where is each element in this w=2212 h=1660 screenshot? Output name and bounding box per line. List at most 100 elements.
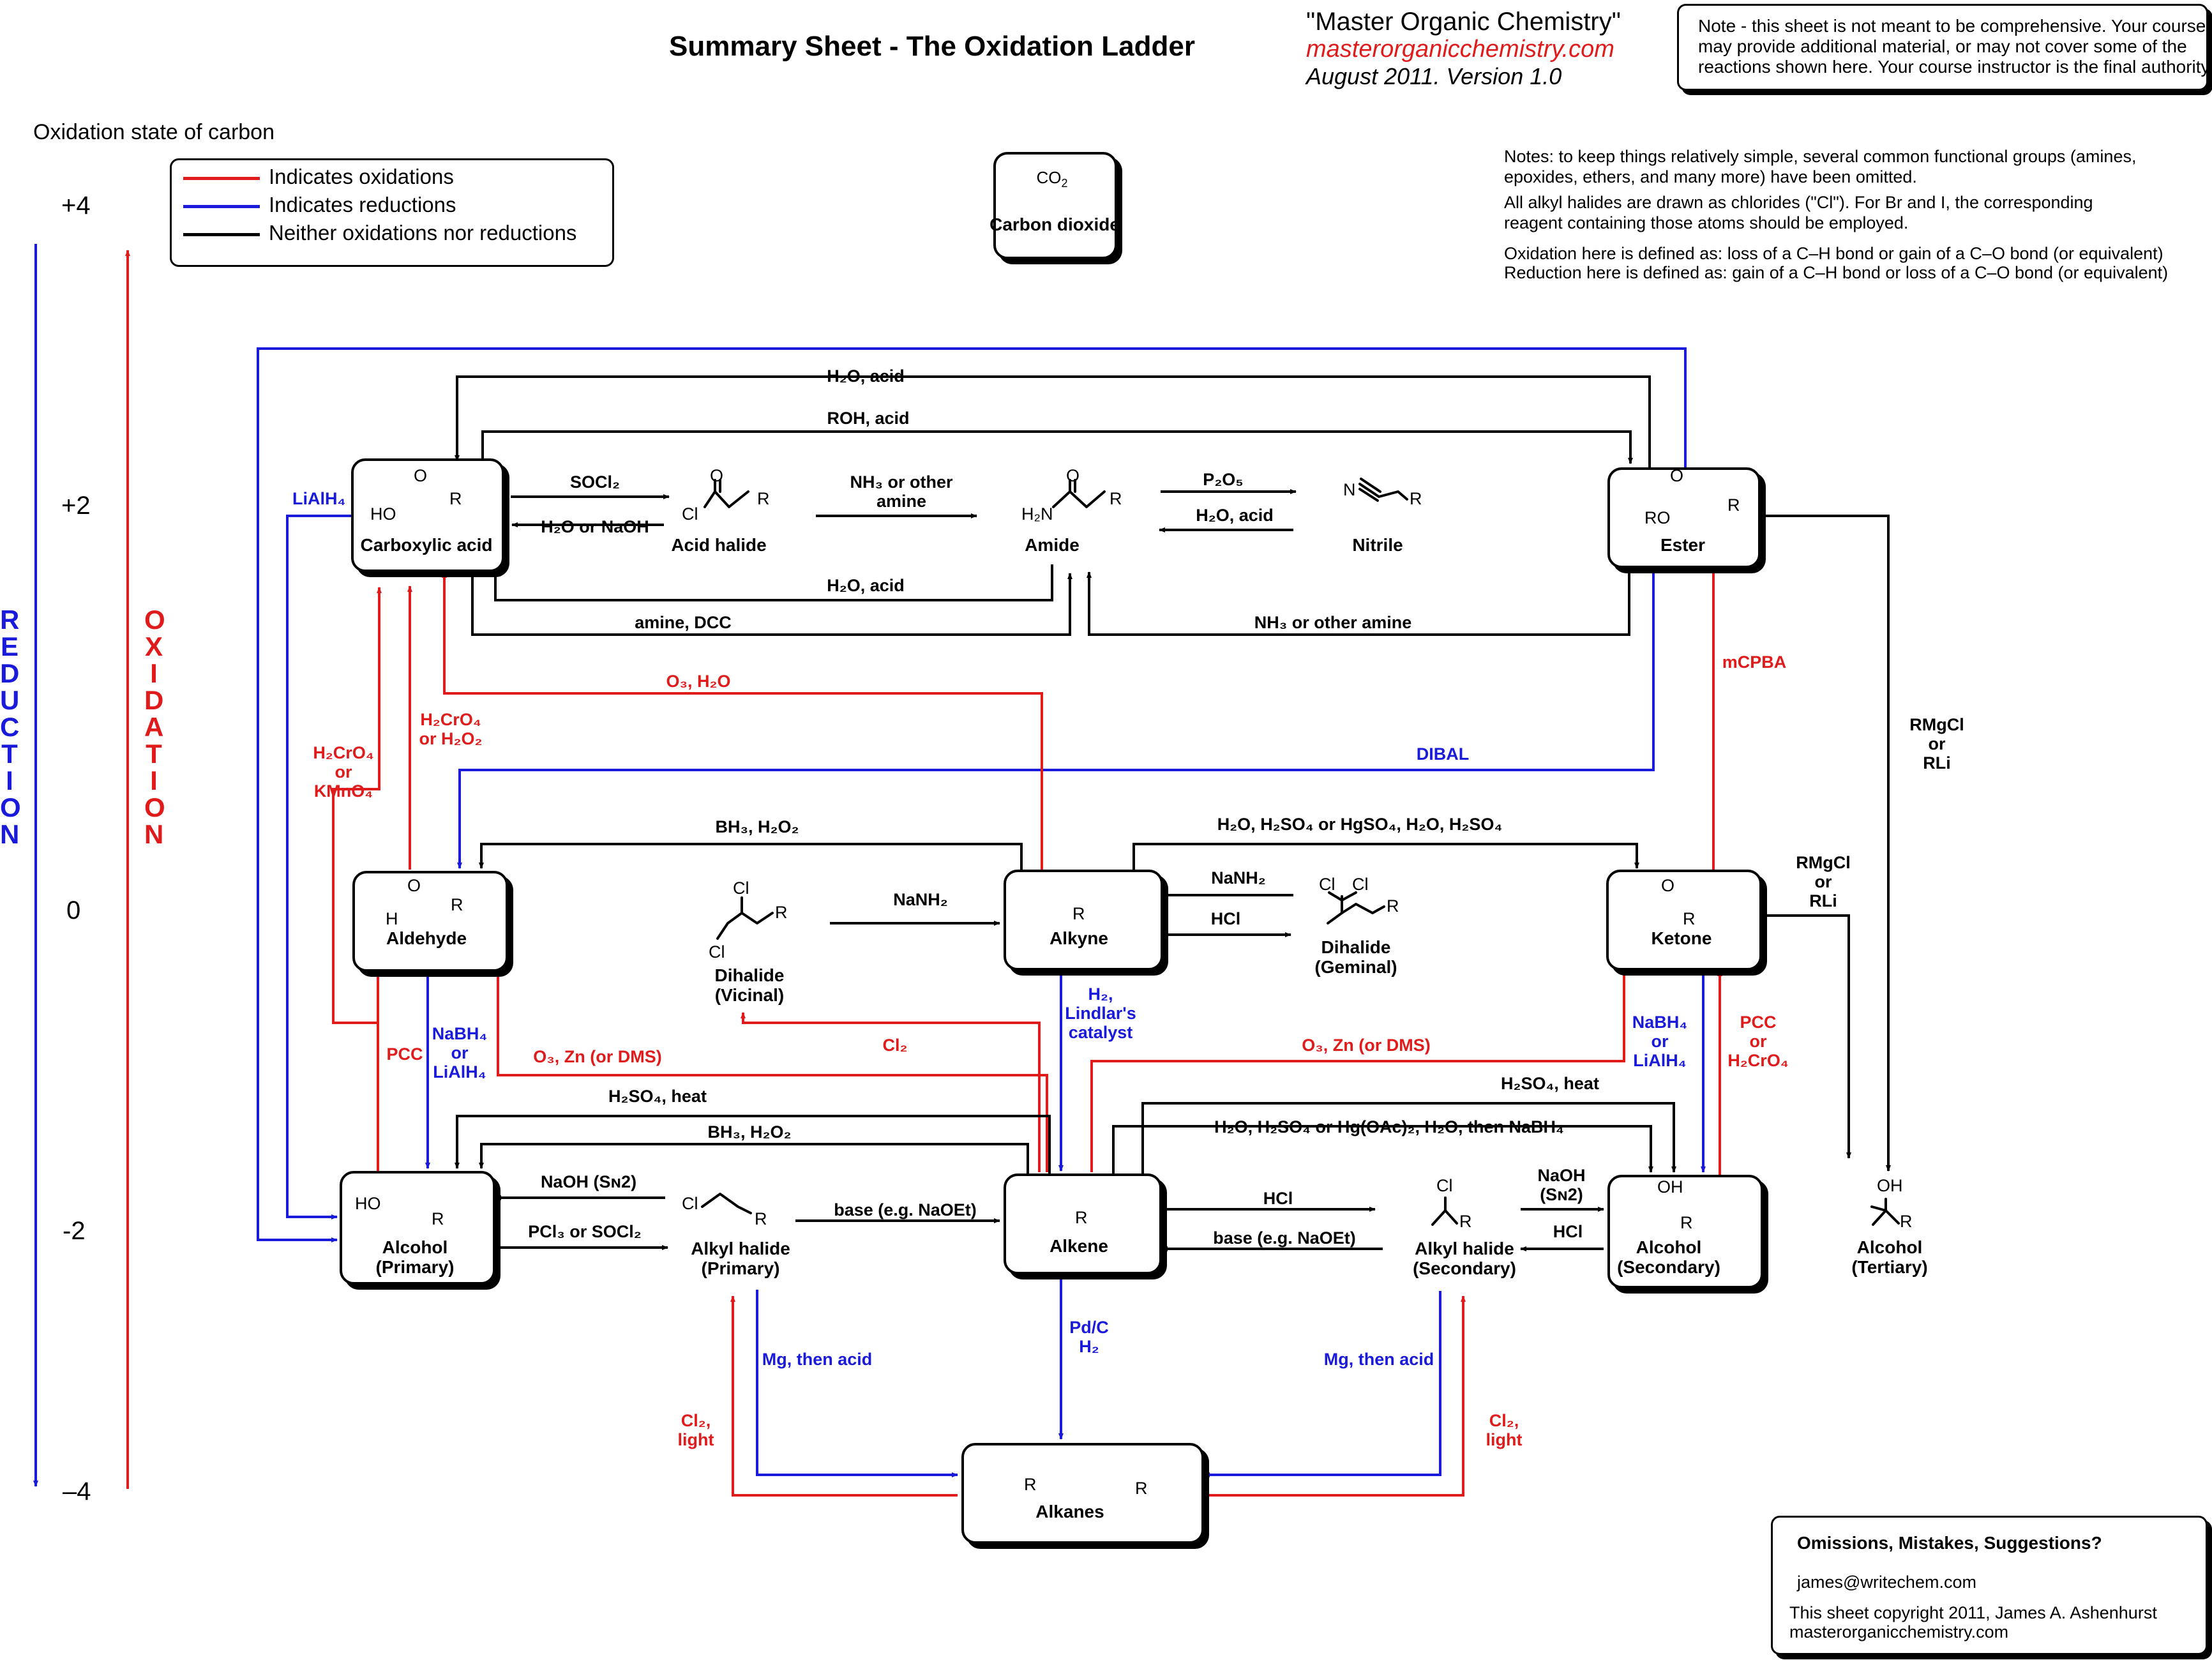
reagent-h2o-naoh: H₂O or NaOH	[541, 517, 649, 536]
reagent-cl2-light-secondary: Cl₂,light	[1486, 1411, 1523, 1450]
dihalide-vicinal-label: Dihalide(Vicinal)	[714, 965, 785, 1006]
reagent-mg-acid-primary: Mg, then acid	[762, 1350, 873, 1369]
ester-box	[1607, 467, 1761, 568]
atom-cl-acidhalide: Cl	[682, 504, 698, 524]
atom-n-nitrile: N	[1343, 480, 1356, 499]
arrow-halide1-mg-to-alkanes	[756, 1290, 958, 1477]
atom-o-amide: O	[1066, 466, 1080, 485]
reagent-roh-acid: ROH, acid	[827, 409, 910, 428]
amide-label: Amide	[1025, 535, 1080, 555]
co2-label: Carbon dioxide	[989, 215, 1120, 234]
struct-nitrile	[1358, 478, 1408, 502]
atom-r-vicinal: R	[775, 903, 788, 922]
reagent-hcl-secondary-alcohol: HCl	[1553, 1222, 1583, 1241]
ester-label: Ester	[1660, 535, 1706, 555]
struct-geminal-dihalide	[1327, 891, 1385, 924]
reagent-hcl-alkene: HCl	[1263, 1189, 1293, 1208]
reagent-base-naoet-secondary: base (e.g. NaOEt)	[1213, 1228, 1356, 1248]
alcohol-secondary-label: Alcohol(Secondary)	[1617, 1237, 1720, 1278]
arrow-alkyne-to-ketone	[1132, 843, 1639, 870]
arrow-alkanes-cl2-to-halide1	[730, 1295, 958, 1497]
arrow-ester-lialh4-to-alcohol	[257, 347, 1687, 1242]
atom-oh-alcohol3: OH	[1877, 1176, 1903, 1195]
atom-r-amide: R	[1110, 489, 1122, 508]
atom-r-alcohol1: R	[432, 1209, 444, 1228]
reagent-h2o-acid-top: H₂O, acid	[827, 366, 905, 386]
notes-line-6: Reduction here is defined as: gain of a …	[1504, 263, 2169, 282]
atom-r-geminal: R	[1387, 896, 1399, 916]
carboxylic-acid-box	[351, 458, 504, 572]
atom-cl1-vicinal: Cl	[733, 879, 749, 898]
feedback-email[interactable]: james@writechem.com	[1797, 1573, 1976, 1592]
reagent-pcc: PCC	[386, 1045, 423, 1064]
atom-r-alkyne: R	[1072, 904, 1085, 923]
reagent-amine-dcc: amine, DCC	[635, 613, 732, 632]
tick-minus4: –4	[63, 1477, 91, 1505]
atom-o-aldehyde: O	[407, 876, 421, 895]
alcohol-primary-label: Alcohol(Primary)	[375, 1237, 455, 1278]
arrow-alkyne-to-aldehyde	[479, 843, 1023, 870]
alcohol-secondary-box	[1607, 1175, 1763, 1288]
struct-alcohol-tertiary	[1870, 1198, 1900, 1226]
atom-r-ester: R	[1727, 495, 1740, 515]
reagent-h2o-acid-amide: H₂O, acid	[827, 576, 905, 595]
atom-r-alkane2: R	[1135, 1479, 1148, 1498]
aldehyde-box	[352, 871, 508, 972]
arrow-alkyne-o3-to-acid	[442, 571, 1043, 870]
atom-r-aldehyde: R	[451, 895, 463, 914]
legend: Indicates oxidations Indicates reduction…	[170, 158, 614, 267]
atom-r-alcohol2: R	[1680, 1213, 1693, 1232]
reagent-bh3-h2o2-alkene: BH₃, H₂O₂	[707, 1122, 792, 1142]
alcohol-tertiary-label: Alcohol(Tertiary)	[1851, 1237, 1928, 1278]
atom-oh-alcohol2: OH	[1657, 1177, 1683, 1196]
atom-cl2-vicinal: Cl	[709, 942, 725, 962]
reagent-dibal: DIBAL	[1416, 744, 1470, 764]
reagent-naoh-sn2-primary: NaOH (Sɴ2)	[540, 1172, 637, 1191]
disclaimer-line-1: Note - this sheet is not meant to be com…	[1698, 16, 2206, 36]
struct-amide	[1052, 479, 1106, 508]
ketone-label: Ketone	[1651, 928, 1712, 948]
reagent-h2so4-heat-secondary: H₂SO₄, heat	[1501, 1074, 1599, 1093]
alkanes-label: Alkanes	[1035, 1502, 1104, 1521]
co2-formula: CO2	[1036, 168, 1068, 190]
axis-label: Oxidation state of carbon	[33, 120, 275, 144]
legend-item-reduction: Indicates reductions	[269, 193, 456, 216]
notes-line-3: All alkyl halides are drawn as chlorides…	[1504, 193, 2093, 212]
reagent-bh3-h2o2-alkyne: BH₃, H₂O₂	[715, 817, 799, 836]
alkanes-box	[961, 1443, 1204, 1544]
reagent-nh3-other-amine: NH₃ or other amine	[1254, 613, 1412, 632]
atom-r-ketone: R	[1683, 909, 1696, 928]
source-url[interactable]: masterorganicchemistry.com	[1306, 36, 1614, 63]
feedback-site: masterorganicchemistry.com	[1789, 1622, 2009, 1641]
atom-o-acidhalide: O	[710, 466, 724, 485]
reagent-naoh-sn2-secondary: NaOH(Sɴ2)	[1537, 1166, 1586, 1205]
atom-r-halide1: R	[755, 1209, 767, 1228]
arrow-ester-to-amide	[1087, 563, 1630, 636]
arrow-acid-lialh4-to-alcohol	[286, 515, 352, 1219]
reagent-mg-acid-secondary: Mg, then acid	[1323, 1350, 1434, 1369]
tick-plus4: +4	[61, 192, 91, 220]
struct-acid-halide	[703, 479, 749, 508]
arrow-alkanes-cl2-to-halide2	[1204, 1295, 1466, 1497]
reagent-o3-zn-dms-aldehyde: O₃, Zn (or DMS)	[533, 1047, 662, 1066]
arrow-alkene-o3-to-ketone	[1090, 969, 1627, 1172]
atom-ho-acid: HO	[370, 504, 396, 524]
atom-ro-ester: RO	[1644, 508, 1671, 527]
reagent-socl2: SOCl₂	[569, 472, 621, 492]
carboxylic-acid-label: Carboxylic acid	[360, 535, 493, 555]
arrow-alkene-cl2-to-vicinal	[741, 1012, 1041, 1172]
page-title: Summary Sheet - The Oxidation Ladder	[669, 31, 1195, 62]
legend-item-oxidation: Indicates oxidations	[269, 165, 454, 188]
struct-alkyl-halide-secondary	[1431, 1196, 1458, 1226]
tick-plus2: +2	[61, 492, 91, 520]
arrow-alkene-o3-to-aldehyde	[495, 970, 1048, 1172]
feedback-box: Omissions, Mistakes, Suggestions? james@…	[1771, 1516, 2208, 1655]
atom-h2n-amide: H₂N	[1021, 504, 1053, 524]
